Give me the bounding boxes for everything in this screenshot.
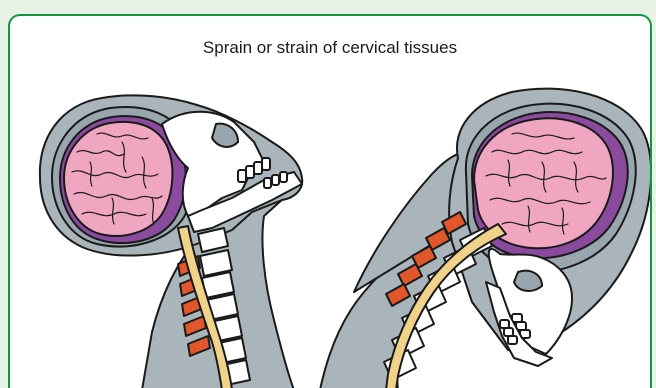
hyperextension-figure — [40, 95, 302, 388]
whiplash-illustration — [8, 14, 652, 388]
figure-frame: Sprain or strain of cervical tissues — [8, 14, 652, 388]
figure-caption: Sprain or strain of cervical tissues — [10, 38, 650, 58]
hyperflexion-figure — [320, 89, 651, 388]
left-brain — [64, 122, 172, 236]
